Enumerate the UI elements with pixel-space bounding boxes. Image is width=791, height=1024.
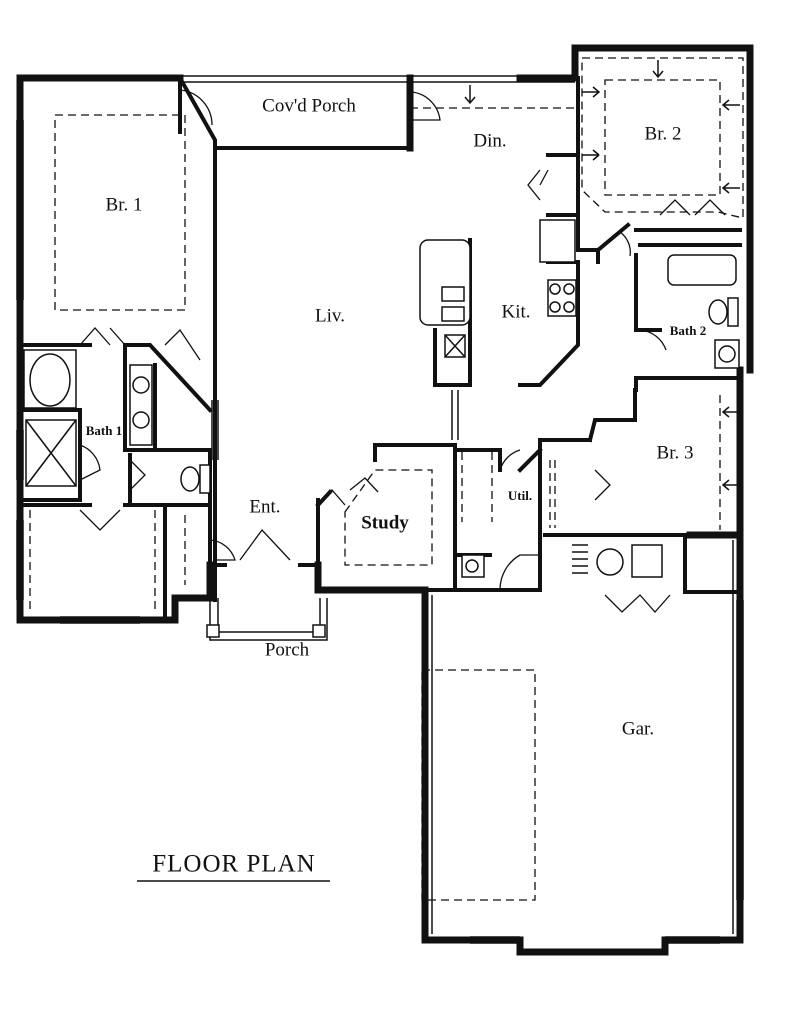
label-porch: Porch xyxy=(265,639,310,660)
label-bedroom-1: Br. 1 xyxy=(106,194,143,215)
interior-walls xyxy=(18,153,742,641)
label-covered-porch: Cov'd Porch xyxy=(262,95,356,116)
plan-title: FLOOR PLAN xyxy=(137,851,330,882)
bathtub-oval xyxy=(29,353,71,407)
label-bedroom-3: Br. 3 xyxy=(657,442,694,463)
label-entry: Ent. xyxy=(249,496,280,517)
label-bedroom-2: Br. 2 xyxy=(645,123,682,144)
label-study: Study xyxy=(361,512,409,533)
label-kitchen: Kit. xyxy=(501,301,530,322)
exterior-walls xyxy=(16,44,754,956)
label-bath-2: Bath 2 xyxy=(670,323,706,338)
label-living: Liv. xyxy=(315,305,345,326)
bathtub xyxy=(667,254,737,286)
label-bath-1: Bath 1 xyxy=(86,423,122,438)
dashed-outlines xyxy=(29,57,744,901)
label-utility: Util. xyxy=(508,488,532,503)
ceiling-arrows xyxy=(464,60,740,491)
kitchen-island xyxy=(419,239,471,326)
toilet xyxy=(180,466,200,492)
window-markers xyxy=(16,120,744,944)
room-labels: Cov'd Porch Din. Br. 2 Br. 1 Liv. Kit. B… xyxy=(86,95,706,739)
label-garage: Gar. xyxy=(622,718,654,739)
door-swings xyxy=(79,89,726,613)
water-heater xyxy=(596,548,624,576)
label-dining: Din. xyxy=(473,130,506,151)
title-text: FLOOR PLAN xyxy=(152,851,316,878)
fixtures xyxy=(23,219,740,578)
